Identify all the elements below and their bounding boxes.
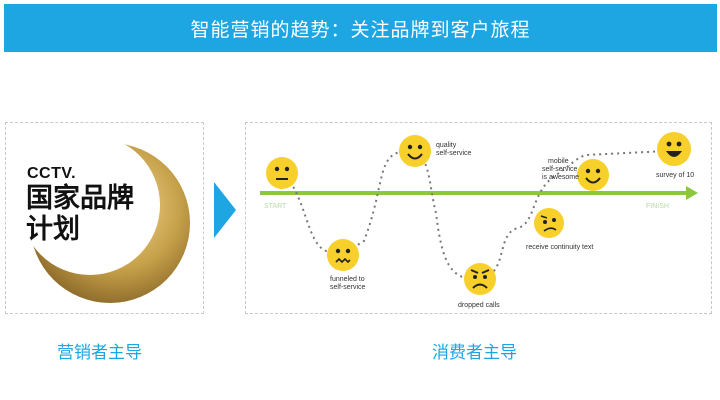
logo-brand: CCTV. (27, 165, 77, 182)
emoji-angry-icon (464, 263, 496, 295)
step-label: receive continuity text (526, 244, 593, 251)
logo-line-2: 计划 (26, 214, 80, 245)
step-label: self-service (436, 150, 472, 157)
marketer-logo-panel: CCTV. 国家品牌 计划 (5, 122, 204, 314)
customer-journey-diagram: START FINISH funneled to self-service qu… (260, 132, 698, 309)
page-title: 智能营销的趋势：关注品牌到客户旅程 (4, 4, 717, 52)
step-label: is awesome (542, 174, 579, 181)
arrow-right-icon (214, 182, 236, 238)
emoji-confused-icon (534, 208, 564, 238)
consumer-led-caption: 消费者主导 (432, 343, 517, 363)
step-label: mobile (548, 158, 569, 165)
step-label: self-service (330, 284, 366, 291)
step-label: funneled to (330, 276, 365, 283)
start-label: START (264, 203, 287, 210)
page-title-text: 智能营销的趋势：关注品牌到客户旅程 (190, 18, 531, 41)
logo-line-1: 国家品牌 (26, 183, 134, 214)
emoji-happy-icon (399, 135, 431, 167)
step-label: self-service (542, 166, 578, 173)
step-label: quality (436, 142, 457, 149)
finish-label: FINISH (646, 203, 669, 210)
step-label: survey of 10 (656, 172, 694, 179)
journey-path (281, 149, 667, 280)
emoji-happy-icon (577, 159, 609, 191)
emoji-worried-icon (327, 239, 359, 271)
marketer-led-caption: 营销者主导 (57, 343, 142, 363)
emoji-delighted-icon (657, 132, 691, 166)
customer-journey-panel: START FINISH funneled to self-service qu… (245, 122, 712, 314)
emoji-neutral-icon (266, 157, 298, 189)
timeline-arrowhead (686, 186, 698, 200)
step-label: dropped calls (458, 302, 500, 309)
crescent-moon-icon (30, 143, 190, 303)
